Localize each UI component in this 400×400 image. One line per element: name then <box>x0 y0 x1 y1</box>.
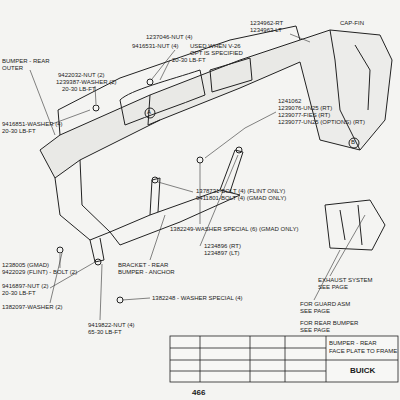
callout-label: 1239387-WASHER (2) <box>56 79 116 86</box>
callout-label: SEE PAGE <box>318 284 348 291</box>
callout-label: 9416851-WASHER (4) <box>2 121 62 128</box>
view-marker: A <box>147 109 151 116</box>
callout-label: 1382097-WASHER (2) <box>2 304 62 311</box>
callout-label: 20-30 LB-FT <box>172 57 206 64</box>
callout-label: 1239077-FIES (RT) <box>278 112 330 119</box>
title-text: FACE PLATE TO FRAME <box>329 348 397 355</box>
title-text: BUICK <box>350 366 375 375</box>
callout-label: 1234897 (LT) <box>204 250 240 257</box>
title-text: 466 <box>192 388 205 397</box>
callout-label: 1239077-UN25 (OPTIONS) (RT) <box>278 119 365 126</box>
view-marker: B <box>351 139 355 146</box>
callout-label: BRACKET - REAR <box>118 262 168 269</box>
callout-label: 1237046-NUT (4) <box>146 34 193 41</box>
callout-label: 1238005 (GMAD) <box>2 262 49 269</box>
callout-label: 9411801-BOLT (4) (GMAD ONLY) <box>196 195 286 202</box>
callout-label: OUTER <box>2 65 23 72</box>
callout-label: BUMPER - REAR <box>2 58 50 65</box>
callout-label: 20-30 LB-FT <box>62 86 96 93</box>
callout-label: 1234896 (RT) <box>204 243 241 250</box>
callout-label: 65-30 LB-FT <box>88 329 122 336</box>
callout-label: 20-30 LB-FT <box>2 290 36 297</box>
callout-label: 9416531-NUT (4) <box>132 43 179 50</box>
callout-label: 20-30 LB-FT <box>2 128 36 135</box>
callout-label: FOR REAR BUMPER <box>300 320 358 327</box>
callout-label: 9422029 (FLINT) - BOLT (2) <box>2 269 77 276</box>
callout-label: 1239076-UN25 (RT) <box>278 105 332 112</box>
callout-label: 1234962-RT <box>250 20 283 27</box>
callout-label: 9419822-NUT (4) <box>88 322 135 329</box>
callout-label: 9422032-NUT (2) <box>58 72 105 79</box>
callout-label: CAP-FIN <box>340 20 364 27</box>
callout-label: SEE PAGE <box>300 308 330 315</box>
callout-label: 1234963-LT <box>250 27 282 34</box>
callout-label: OPT IS SPECIFIED <box>190 50 243 57</box>
callout-label: 1378731-BOLT (4) (FLINT ONLY) <box>196 188 285 195</box>
callout-label: 1382249-WASHER SPECIAL (6) (GMAD ONLY) <box>170 226 298 233</box>
callout-label: USED WHEN V-26 <box>190 43 241 50</box>
callout-label: BUMPER - ANCHOR <box>118 269 175 276</box>
title-text: BUMPER - REAR <box>329 340 377 347</box>
callout-label: 9416897-NUT (2) <box>2 283 49 290</box>
callout-label: FOR GUARD ASM <box>300 301 350 308</box>
callout-label: 1382248 - WASHER SPECIAL (4) <box>152 295 243 302</box>
callout-label: 1241062 <box>278 98 301 105</box>
callout-label: SEE PAGE <box>300 327 330 334</box>
callout-label: EXHAUST SYSTEM <box>318 277 373 284</box>
